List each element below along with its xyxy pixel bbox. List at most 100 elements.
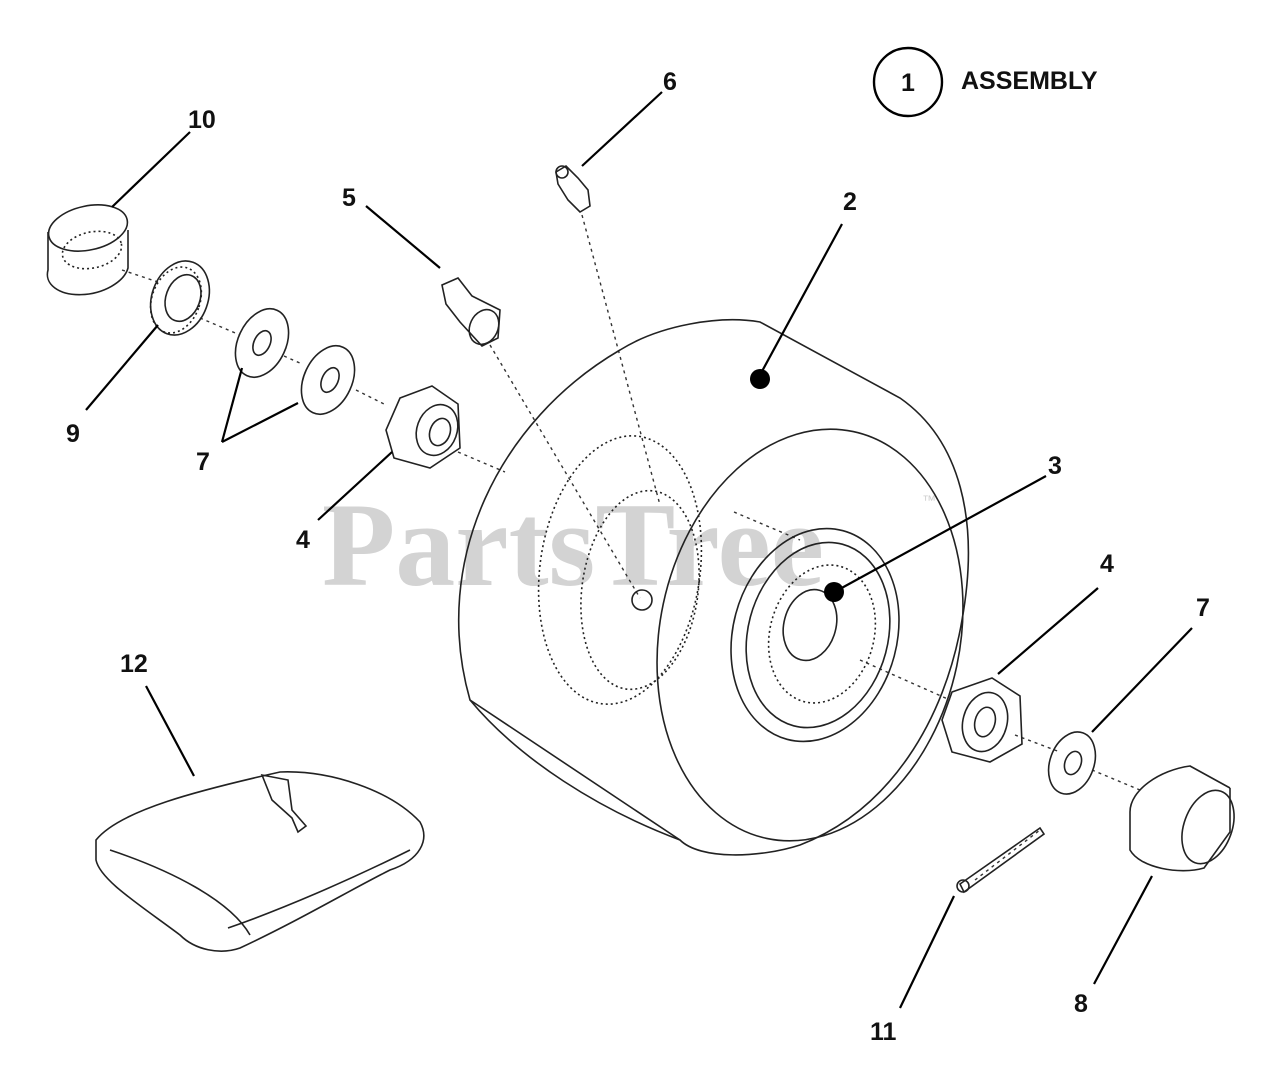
leader-2 <box>759 223 843 376</box>
assembly-dot-3 <box>824 582 844 602</box>
bearing-bore <box>973 706 997 738</box>
leader-9 <box>85 324 159 411</box>
callout-12: 12 <box>120 650 148 678</box>
leader-lines <box>85 91 1193 1009</box>
part-washer-7b <box>1047 731 1097 795</box>
bearing-inner <box>164 273 202 323</box>
leader-4b <box>997 587 1099 675</box>
part-washers-7 <box>234 308 356 415</box>
part-bushing-10 <box>46 204 129 296</box>
valve-base <box>468 308 500 346</box>
tire-bottom-edge <box>469 699 681 841</box>
part-bearing-9 <box>149 260 211 336</box>
legend-symbol: 1 <box>901 69 915 97</box>
leader-5 <box>365 205 441 269</box>
washer-outer <box>234 308 290 378</box>
washer-hole <box>320 366 340 394</box>
axis-segment <box>457 451 506 473</box>
axis-segment <box>733 511 801 541</box>
watermark-text: PartsTree <box>322 478 824 611</box>
axis-segment <box>283 355 303 365</box>
callout-6: 6 <box>663 68 677 96</box>
callout-8: 8 <box>1074 990 1088 1018</box>
callout-7a: 7 <box>196 448 210 476</box>
axis-segment <box>199 317 241 336</box>
part-fitting-6 <box>555 164 591 214</box>
bearing-body <box>941 677 1023 763</box>
pin-shaft <box>958 826 1046 894</box>
bearing-bore <box>428 417 452 447</box>
axis-segment <box>355 389 385 405</box>
valve-hole <box>631 589 653 611</box>
callout-2: 2 <box>843 188 857 216</box>
rim-hub <box>782 588 838 662</box>
axis-pin <box>974 829 1041 881</box>
tube-outline <box>95 771 425 952</box>
valve-body <box>441 277 501 347</box>
pin-head <box>956 879 970 893</box>
callout-11: 11 <box>870 1018 897 1046</box>
washer-outer <box>1047 731 1097 795</box>
callouts: 10 9 7 4 5 6 2 3 4 7 12 11 8 <box>66 68 1210 1046</box>
callout-10: 10 <box>188 106 216 134</box>
bearing-outer <box>149 260 211 336</box>
rear-hub <box>580 489 700 691</box>
bearing-race <box>149 266 203 334</box>
axis-segment <box>859 659 951 701</box>
tire-outline <box>457 319 970 856</box>
leader-3 <box>837 475 1047 591</box>
legend: 1 ASSEMBLY <box>872 46 1098 118</box>
leader-11 <box>899 895 955 1009</box>
leader-4a <box>317 451 393 521</box>
rear-rim <box>537 435 703 705</box>
bushing-rim <box>47 204 129 252</box>
tube-seam <box>227 849 411 929</box>
leader-8 <box>1093 875 1153 985</box>
tube-fold <box>109 849 251 936</box>
rim-ring <box>745 541 891 729</box>
fitting-body <box>555 164 591 214</box>
bushing-face <box>1181 789 1235 865</box>
assembly-dot-2 <box>750 369 770 389</box>
leader-12 <box>145 685 195 777</box>
part-bushing-8 <box>1129 765 1235 872</box>
watermark-trademark: ™ <box>922 492 936 508</box>
leader-6 <box>581 91 663 167</box>
tire-sidewall <box>656 428 964 842</box>
callout-4a: 4 <box>296 526 310 554</box>
leader-7a-1 <box>220 367 244 443</box>
rim-step <box>767 564 877 704</box>
watermark: PartsTree ™ <box>322 478 936 611</box>
part-valve-stem-5 <box>441 277 501 347</box>
bushing-top <box>1129 765 1231 813</box>
part-pin-11 <box>956 826 1046 894</box>
legend-circle <box>872 46 944 118</box>
rim-outer <box>730 527 900 743</box>
washer-hole <box>1063 750 1083 776</box>
callout-4b: 4 <box>1100 550 1114 578</box>
leader-10 <box>111 131 191 208</box>
part-bearing-4a <box>385 385 461 469</box>
bushing-body <box>1129 788 1231 872</box>
callout-5: 5 <box>342 184 356 212</box>
tube-valve <box>260 773 308 834</box>
bushing-body <box>46 230 129 296</box>
part-inner-tube-12 <box>95 771 425 952</box>
callout-3: 3 <box>1048 452 1062 480</box>
leader-7a-2 <box>221 402 299 443</box>
axis-segment <box>1091 769 1141 791</box>
washer-outer <box>300 345 356 415</box>
bearing-body <box>385 385 461 469</box>
washer-hole <box>252 329 272 357</box>
legend-label: ASSEMBLY <box>961 67 1098 95</box>
axis-valve-stem <box>489 344 641 599</box>
callout-7b: 7 <box>1196 594 1210 622</box>
leader-7b <box>1091 627 1193 733</box>
fitting-tip <box>555 165 569 179</box>
callout-9: 9 <box>66 420 80 448</box>
bushing-inner <box>61 230 123 270</box>
bearing-face <box>415 403 459 457</box>
axis-fitting <box>581 214 661 506</box>
bearing-face <box>961 691 1009 753</box>
